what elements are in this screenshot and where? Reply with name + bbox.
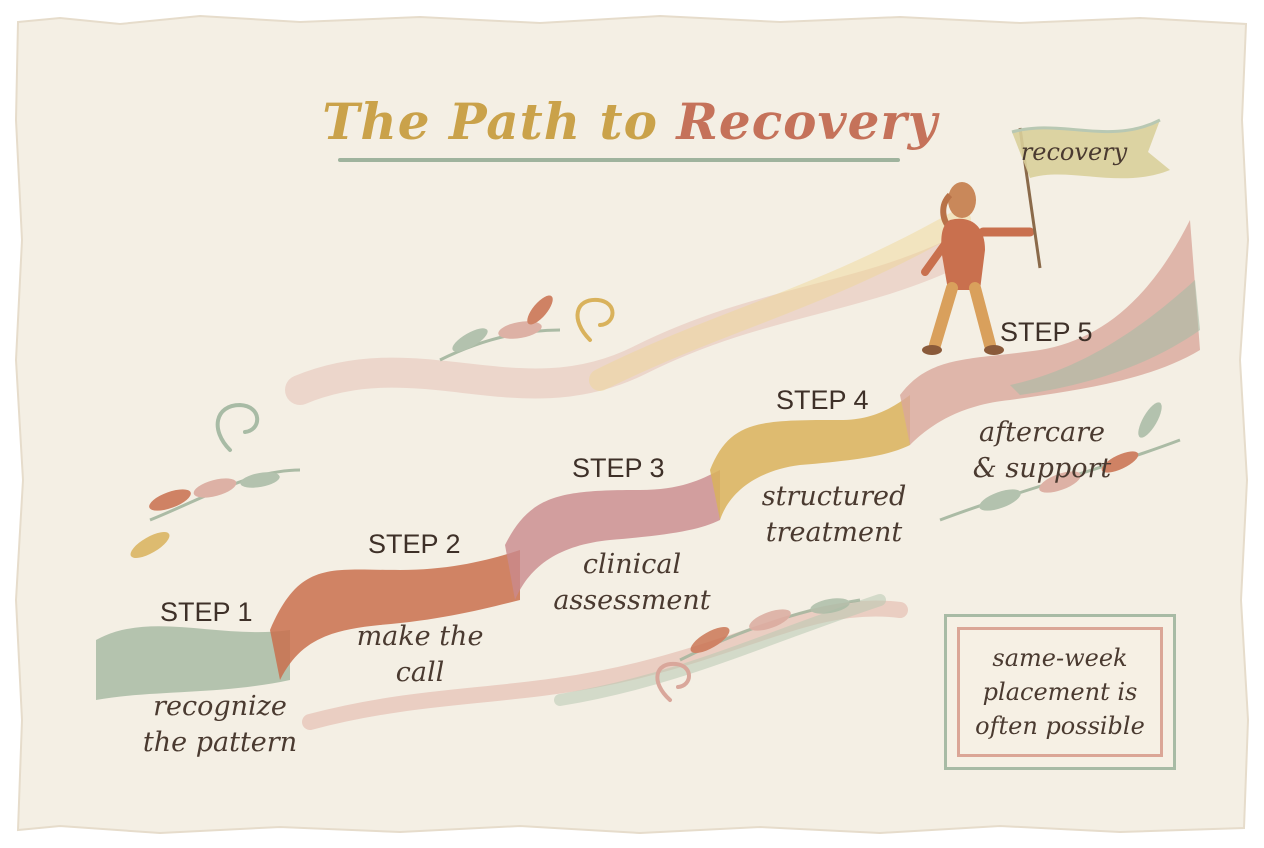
swirl-icon (215, 402, 260, 452)
step-5-description-line-1: aftercare (979, 417, 1105, 448)
flag-icon (1011, 118, 1170, 269)
step-2-description-line-2: call (395, 657, 445, 688)
back-ribbon-rose (285, 235, 975, 405)
note-text: same-week placement is often possible (947, 641, 1173, 743)
title-part-2: Recovery (676, 92, 938, 151)
step-ribbon-1 (96, 626, 290, 700)
swirl-icon (575, 297, 615, 342)
step-ribbon-4 (710, 395, 910, 520)
step-ribbon-2 (270, 550, 520, 680)
leaf-sprig-icon (130, 468, 301, 558)
lower-ribbon-sage (554, 594, 886, 706)
step-ribbon-3 (505, 470, 720, 600)
back-ribbon-gold (589, 209, 971, 391)
note-line-1: same-week (992, 644, 1128, 672)
page-title: The Path to Recovery (300, 84, 960, 160)
leaf-sprig-icon (939, 402, 1181, 522)
flag-label: recovery (1020, 138, 1128, 166)
step-1-description-line-2: the pattern (142, 727, 298, 758)
step-ribbon-5 (900, 220, 1200, 445)
walking-woman-icon (921, 182, 1035, 355)
step-1-label: STEP 1 (160, 597, 253, 627)
step-5-label: STEP 5 (1000, 317, 1093, 347)
swirl-icon (655, 661, 691, 702)
step-ribbon-5-sage (1010, 280, 1200, 395)
title-underline (338, 158, 900, 162)
step-4-description-line-1: structured (761, 481, 907, 512)
step-1-description-line-1: recognize (153, 691, 287, 722)
step-2-label: STEP 2 (368, 529, 461, 559)
leaf-sprig-icon (439, 295, 561, 362)
note-box-inner-border (957, 627, 1163, 757)
title-part-1: The Path to (322, 92, 677, 151)
note-line-2: placement is (982, 678, 1138, 706)
step-3-description-line-2: assessment (553, 585, 711, 616)
step-3-description-line-1: clinical (582, 549, 682, 580)
leaf-sprig-icon (679, 598, 861, 662)
note-box: same-week placement is often possible (944, 614, 1176, 770)
step-3-label: STEP 3 (572, 453, 665, 483)
step-2-description-line-1: make the (356, 621, 484, 652)
step-4-label: STEP 4 (776, 385, 869, 415)
step-5-description-line-2: & support (972, 453, 1112, 484)
step-4-description-line-2: treatment (765, 517, 903, 548)
note-line-3: often possible (975, 712, 1145, 740)
